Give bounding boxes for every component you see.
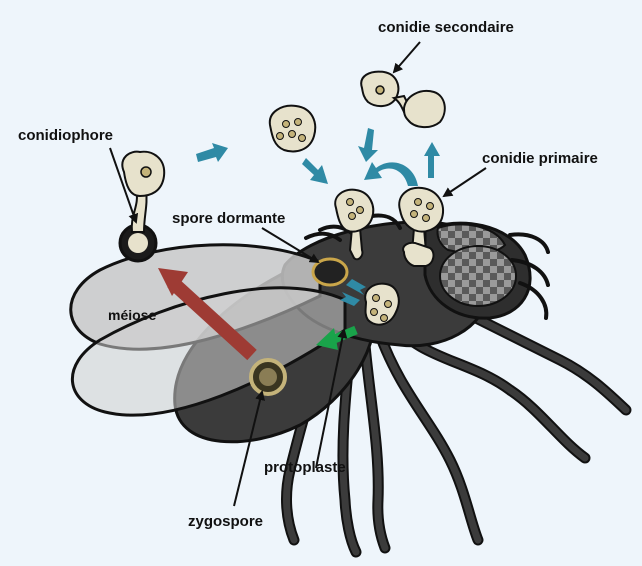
label-meiose: méiose xyxy=(108,307,156,323)
label-protoplaste: protoplaste xyxy=(264,459,346,476)
label-conidiophore: conidiophore xyxy=(18,127,113,144)
label-conidie-secondaire: conidie secondaire xyxy=(378,19,514,36)
label-zygospore: zygospore xyxy=(188,513,263,530)
label-spore-dormante: spore dormante xyxy=(172,210,285,227)
conidium-floating xyxy=(270,106,315,152)
zygospore-body xyxy=(251,360,285,394)
dormant-spore xyxy=(313,259,347,285)
fly-eye xyxy=(440,246,516,306)
label-conidie-primaire: conidie primaire xyxy=(482,150,598,167)
